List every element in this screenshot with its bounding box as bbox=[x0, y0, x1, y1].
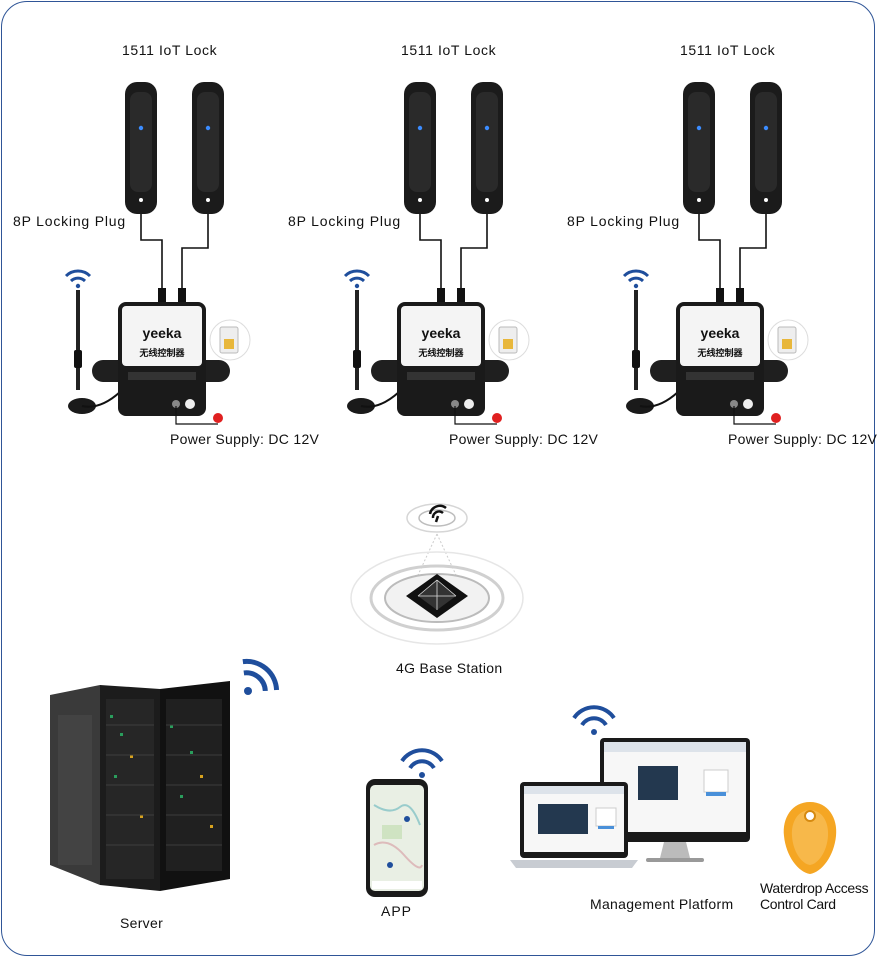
wifi-icon bbox=[572, 705, 616, 735]
phone-icon bbox=[366, 779, 428, 897]
plug-label: 8P Locking Plug bbox=[288, 213, 401, 229]
sim-card-icon bbox=[209, 319, 251, 361]
server-rack-icon bbox=[50, 681, 230, 891]
app-label: APP bbox=[381, 903, 413, 919]
iot-lock-right bbox=[750, 82, 782, 214]
power-dot bbox=[213, 413, 223, 423]
sim-card-icon bbox=[767, 319, 809, 361]
laptop-icon bbox=[510, 782, 638, 868]
platform-illustration bbox=[510, 705, 750, 868]
wifi-icon bbox=[400, 748, 444, 778]
lock-unit-illustration: yeeka 无线控制器 bbox=[343, 82, 530, 425]
controller-brand: yeeka bbox=[701, 325, 740, 341]
lock-label: 1511 IoT Lock bbox=[401, 42, 497, 58]
sim-card-icon bbox=[488, 319, 530, 361]
lock-unit-illustration: yeeka 无线控制器 bbox=[622, 82, 809, 425]
keyfob-icon bbox=[783, 802, 837, 874]
lock-label: 1511 IoT Lock bbox=[680, 42, 776, 58]
platform-label: Management Platform bbox=[590, 896, 734, 912]
power-label: Power Supply: DC 12V bbox=[728, 431, 878, 447]
controller-brand: yeeka bbox=[143, 325, 182, 341]
lock-unit-3: yeeka 无线控制器 1511 IoT Lock 8P Locking Plu… bbox=[558, 0, 877, 450]
plug-label: 8P Locking Plug bbox=[567, 213, 680, 229]
lock-unit-illustration: yeeka 无线控制器 bbox=[64, 82, 251, 425]
wifi-icon bbox=[64, 269, 92, 289]
antenna-icon bbox=[68, 290, 121, 414]
controller-model: 无线控制器 bbox=[138, 347, 185, 358]
iot-lock-left bbox=[683, 82, 715, 214]
plug-label: 8P Locking Plug bbox=[13, 213, 126, 229]
card-label: Waterdrop Access Control Card bbox=[760, 880, 869, 912]
base-station-illustration bbox=[350, 503, 524, 645]
lock-label: 1511 IoT Lock bbox=[122, 42, 218, 58]
wifi-icon bbox=[242, 658, 280, 695]
wifi-icon bbox=[343, 269, 371, 289]
base-station-label: 4G Base Station bbox=[396, 660, 503, 676]
controller-box: yeeka 无线控制器 bbox=[92, 302, 230, 416]
signal-icon bbox=[406, 503, 468, 533]
wifi-icon bbox=[622, 269, 650, 289]
lock-unit-2: yeeka 无线控制器 1511 IoT Lock 8P Locking Plu… bbox=[279, 0, 598, 450]
server-label: Server bbox=[120, 915, 164, 931]
card-label-line2: Control Card bbox=[760, 896, 836, 912]
iot-lock-left bbox=[404, 82, 436, 214]
controller-model: 无线控制器 bbox=[696, 347, 743, 358]
iot-lock-right bbox=[192, 82, 224, 214]
card-illustration bbox=[783, 802, 837, 874]
controller-brand: yeeka bbox=[422, 325, 461, 341]
monitor-icon bbox=[600, 738, 750, 862]
server-illustration bbox=[50, 658, 280, 891]
iot-lock-left bbox=[125, 82, 157, 214]
app-illustration bbox=[366, 748, 444, 897]
power-label: Power Supply: DC 12V bbox=[449, 431, 599, 447]
power-dot bbox=[771, 413, 781, 423]
controller-box: yeeka 无线控制器 bbox=[650, 302, 788, 416]
tower-icon bbox=[406, 574, 468, 618]
antenna-icon bbox=[347, 290, 400, 414]
card-label-line1: Waterdrop Access bbox=[760, 880, 869, 896]
controller-model: 无线控制器 bbox=[417, 347, 464, 358]
controller-box: yeeka 无线控制器 bbox=[371, 302, 509, 416]
iot-lock-right bbox=[471, 82, 503, 214]
power-dot bbox=[492, 413, 502, 423]
power-label: Power Supply: DC 12V bbox=[170, 431, 320, 447]
lock-unit-1: yeeka 无线控制器 1511 IoT Lock 8P Locking Plu… bbox=[0, 0, 319, 450]
antenna-icon bbox=[626, 290, 679, 414]
